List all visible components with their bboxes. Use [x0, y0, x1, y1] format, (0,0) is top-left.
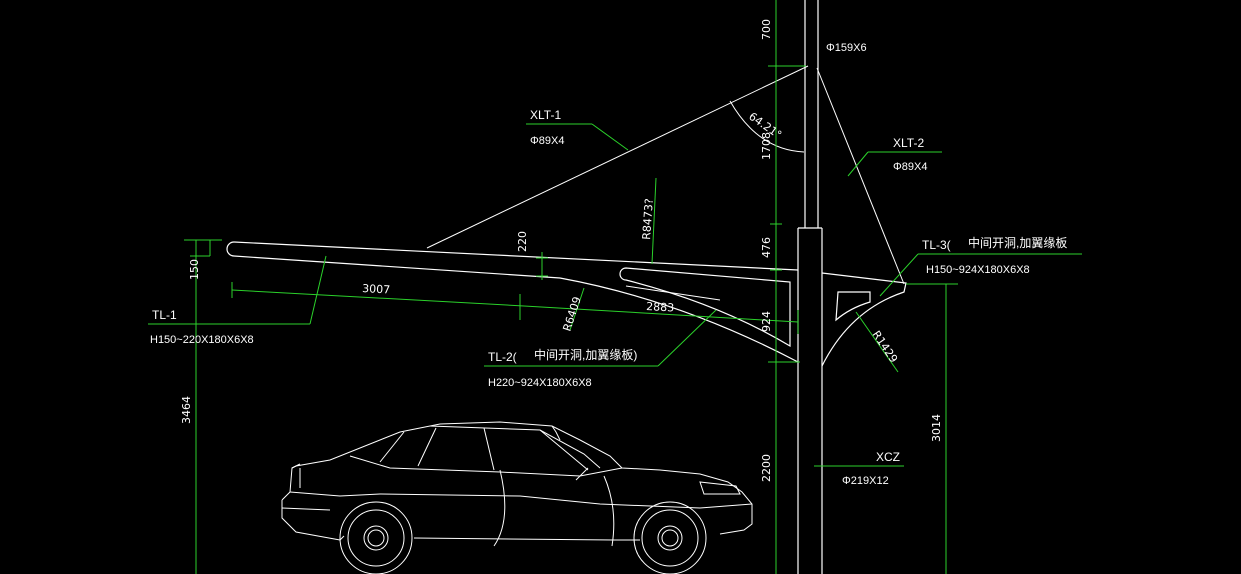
- angle-arc: [729, 100, 805, 153]
- dim-r1429: R1429: [870, 328, 901, 365]
- dim-line-3464: [184, 239, 222, 574]
- dim-3014: 3014: [930, 414, 943, 442]
- leader-xlt1: [526, 123, 629, 151]
- dim-line-3014: [906, 283, 958, 574]
- main-column: [797, 227, 823, 574]
- dim-line-220: [536, 252, 548, 280]
- label-tl2-name: TL-2(: [488, 350, 517, 364]
- label-tl3-name: TL-3(: [922, 238, 951, 252]
- label-xlt2-name: XLT-2: [893, 136, 924, 150]
- label-tl3-spec: H150~924X180X6X8: [926, 264, 1030, 276]
- label-tl2-note: 中间开洞,加翼缘板): [534, 347, 637, 362]
- leader-tl2: [484, 309, 717, 367]
- label-xcz-name: XCZ: [876, 450, 900, 464]
- label-post-spec: Φ159X6: [826, 42, 867, 54]
- dim-220: 220: [516, 231, 529, 252]
- leader-r1429: [855, 311, 899, 373]
- leader-xlt2: [847, 151, 942, 177]
- dim-924: 924: [760, 311, 773, 332]
- label-tl1-name: TL-1: [152, 308, 177, 322]
- dim-r6409: R6409: [560, 295, 583, 333]
- dim-2200: 2200: [760, 454, 773, 482]
- dim-1708: 1708: [760, 132, 773, 160]
- label-tl1-spec: H150~220X180X6X8: [150, 334, 254, 346]
- label-xlt2-spec: Φ89X4: [893, 161, 927, 173]
- car-outline: [281, 421, 753, 574]
- label-tl3-note: 中间开洞,加翼缘板: [968, 235, 1067, 250]
- label-tl2-spec: H220~924X180X6X8: [488, 377, 592, 389]
- dim-3464: 3464: [180, 396, 193, 424]
- left-cantilever-beam: [226, 241, 799, 363]
- upper-post: [804, 0, 819, 228]
- dim-3007: 3007: [362, 282, 391, 296]
- tie-rod-xlt1: [426, 65, 809, 249]
- label-xlt1-name: XLT-1: [530, 108, 561, 122]
- label-xcz-spec: Φ219X12: [842, 475, 889, 487]
- dim-150: 150: [188, 259, 201, 280]
- dim-line-2883: [523, 305, 799, 334]
- dim-line-vertical-main: [768, 0, 806, 574]
- label-xlt1-spec: Φ89X4: [530, 135, 564, 147]
- dim-line-3007: [231, 282, 525, 320]
- dim-2883: 2883: [646, 300, 675, 314]
- leader-r6409: [569, 287, 585, 331]
- dim-r8473: R8473?: [640, 198, 656, 240]
- dim-700: 700: [760, 19, 773, 40]
- leader-tl3: [879, 253, 1082, 297]
- tie-rod-xlt2: [816, 67, 905, 285]
- dim-476: 476: [760, 237, 773, 258]
- leader-r8473: [651, 177, 657, 265]
- leader-tl1: [148, 255, 327, 325]
- right-cantilever-beam: [821, 272, 907, 367]
